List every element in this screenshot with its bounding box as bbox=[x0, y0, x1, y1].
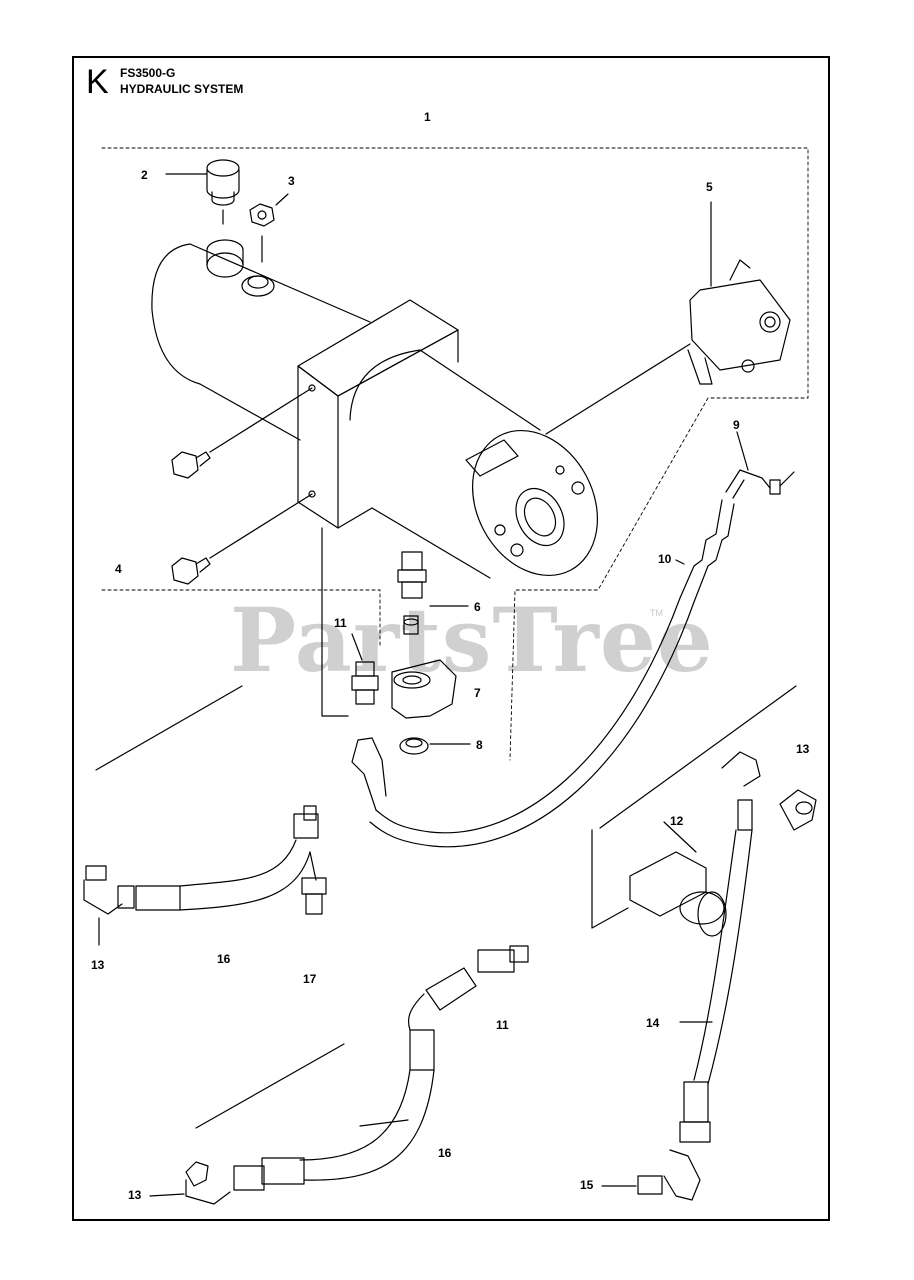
callout-14: 14 bbox=[646, 1016, 660, 1030]
callout-13-left: 13 bbox=[91, 958, 105, 972]
callout-11-lower: 11 bbox=[496, 1018, 509, 1032]
section-letter: K bbox=[86, 63, 109, 101]
electric-motor bbox=[349, 349, 599, 579]
watermark: PartsTree bbox=[230, 588, 714, 692]
callout-10: 10 bbox=[658, 552, 672, 566]
callout-8: 8 bbox=[476, 738, 483, 752]
solenoid bbox=[545, 201, 791, 435]
hose-assembly-left bbox=[83, 685, 327, 946]
diagram-frame bbox=[72, 56, 830, 1221]
callout-9: 9 bbox=[733, 418, 740, 432]
callout-13-right: 13 bbox=[796, 742, 810, 756]
model-number: FS3500-G bbox=[120, 66, 176, 80]
callout-15: 15 bbox=[580, 1178, 594, 1192]
system-title: HYDRAULIC SYSTEM bbox=[120, 82, 244, 96]
callout-17: 17 bbox=[303, 972, 317, 986]
callout-5: 5 bbox=[706, 180, 713, 194]
callout-1: 1 bbox=[424, 110, 431, 124]
filler-cap bbox=[165, 159, 240, 225]
callout-6: 6 bbox=[474, 600, 481, 614]
callout-11-upper: 11 bbox=[334, 616, 347, 630]
bolts bbox=[171, 387, 313, 585]
callout-13-bottom: 13 bbox=[128, 1188, 142, 1202]
callout-16-bottom: 16 bbox=[438, 1146, 452, 1160]
hose-assembly-bottom bbox=[149, 945, 529, 1205]
callout-7: 7 bbox=[474, 686, 481, 700]
callout-12: 12 bbox=[670, 814, 684, 828]
valve-block bbox=[297, 299, 459, 529]
assembly-boundary bbox=[101, 147, 809, 761]
callout-16-left: 16 bbox=[217, 952, 231, 966]
nut bbox=[249, 193, 289, 263]
hose-10 bbox=[351, 431, 795, 848]
fittings-center bbox=[321, 527, 471, 755]
callout-3: 3 bbox=[288, 174, 295, 188]
relief-valve-assembly bbox=[591, 685, 817, 1201]
callout-4: 4 bbox=[115, 562, 122, 576]
hydraulic-tank bbox=[151, 239, 371, 441]
callout-2: 2 bbox=[141, 168, 148, 182]
watermark-trademark: TM bbox=[650, 608, 663, 618]
